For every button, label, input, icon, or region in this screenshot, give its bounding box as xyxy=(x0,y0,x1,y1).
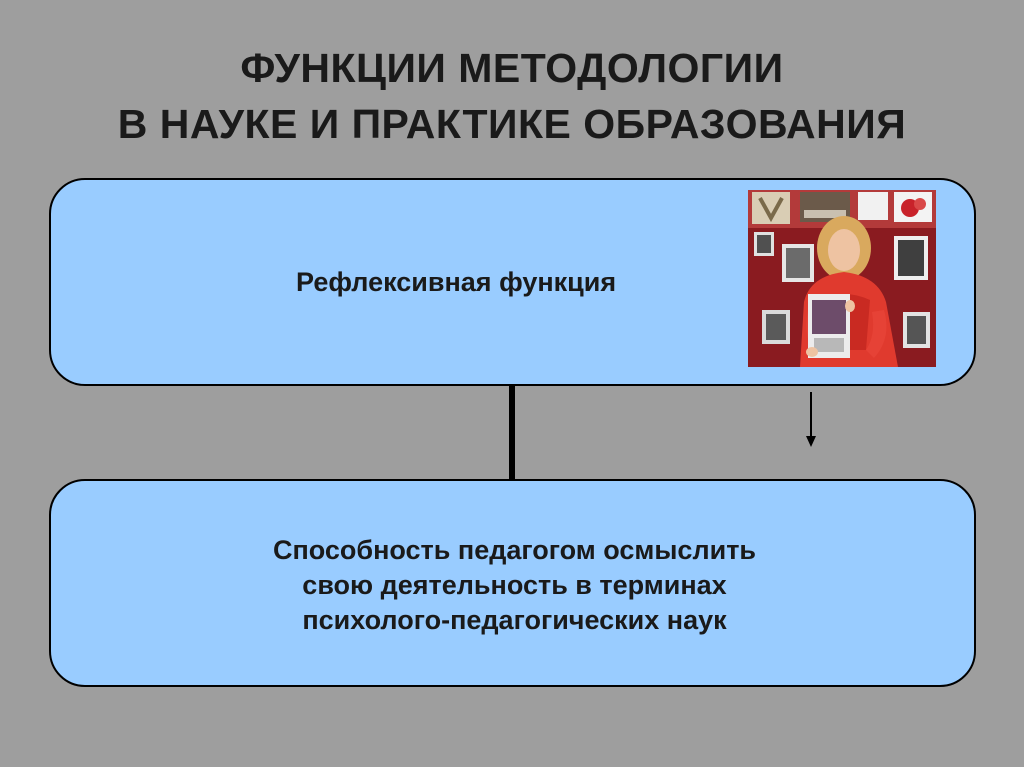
description-line-2: свою деятельность в терминах xyxy=(302,570,727,600)
slide-title: ФУНКЦИИ МЕТОДОЛОГИИ В НАУКЕ И ПРАКТИКЕ О… xyxy=(0,40,1024,152)
title-line-2: В НАУКЕ И ПРАКТИКЕ ОБРАЗОВАНИЯ xyxy=(117,101,907,147)
title-line-1: ФУНКЦИИ МЕТОДОЛОГИИ xyxy=(240,45,784,91)
teacher-photo xyxy=(748,190,936,367)
down-arrow-icon xyxy=(806,392,816,447)
description-line-3: психолого-педагогических наук xyxy=(302,605,727,635)
description-line-1: Способность педагогом осмыслить xyxy=(272,535,757,565)
description-text: Способность педагогом осмыслить свою дея… xyxy=(51,533,978,638)
connector-line xyxy=(509,386,515,479)
function-label: Рефлексивная функция xyxy=(296,267,617,297)
description-box: Способность педагогом осмыслить свою дея… xyxy=(49,479,976,687)
function-box: Рефлексивная функция xyxy=(49,178,976,386)
